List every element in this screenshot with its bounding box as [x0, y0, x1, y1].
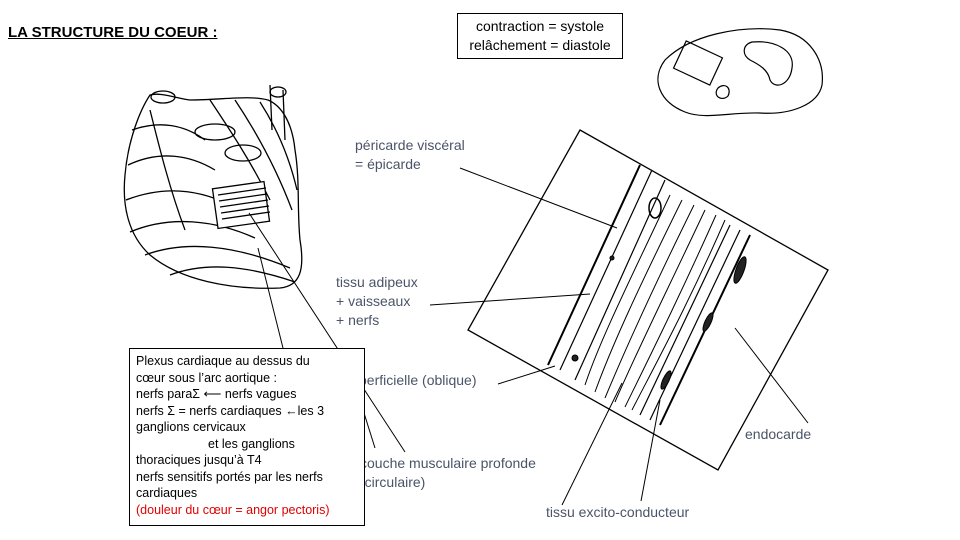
label-couche-profonde: couche musculaire profonde (circulaire) — [360, 454, 536, 492]
label-endocarde: endocarde — [745, 426, 812, 442]
label-superficielle: perficielle (oblique) — [359, 372, 477, 388]
label-epicarde-line1: péricarde viscéral — [355, 137, 465, 153]
label-adipeux-line3: + nerfs — [336, 312, 380, 328]
leader-lines — [248, 167, 809, 506]
plexus-line: cardiaques — [136, 486, 198, 500]
heart-illustration — [123, 84, 303, 289]
definition-diastole: relâchement = diastole — [469, 37, 611, 53]
definitions-box: contraction = systole relâchement = dias… — [457, 13, 623, 59]
label-epicarde-line2: = épicarde — [355, 156, 421, 172]
plexus-line: et les ganglions — [208, 436, 295, 451]
plexus-warning-line: (douleur du cœur = angor pectoris) — [136, 502, 330, 517]
label-adipeux: tissu adipeux + vaisseaux + nerfs — [336, 273, 418, 330]
plexus-note-box: Plexus cardiaque au dessus du cœur sous … — [129, 348, 365, 526]
label-adipeux-line2: + vaisseaux — [336, 293, 411, 309]
plexus-line: Plexus cardiaque au dessus du — [136, 354, 310, 368]
label-profonde-line1: couche musculaire profonde — [360, 455, 536, 471]
plexus-line: thoraciques jusqu’à T4 — [136, 453, 262, 467]
page-title: LA STRUCTURE DU COEUR : — [8, 24, 218, 41]
label-excito-conducteur: tissu excito-conducteur — [546, 504, 690, 520]
label-epicarde: péricarde viscéral = épicarde — [355, 136, 465, 174]
heart-cross-section — [657, 28, 823, 117]
plexus-line: ganglions cervicaux — [136, 420, 246, 434]
plexus-line: nerfs Σ = nerfs cardiaques ←les 3 — [136, 403, 325, 418]
plexus-line: cœur sous l’arc aortique : — [136, 370, 278, 385]
tissue-section — [467, 129, 829, 471]
plexus-line: nerfs paraΣ ⟵ nerfs vagues — [136, 387, 297, 401]
label-profonde-line2: (circulaire) — [360, 474, 426, 490]
label-adipeux-line1: tissu adipeux — [336, 274, 418, 290]
plexus-line: nerfs sensitifs portés par les nerfs — [136, 469, 323, 484]
definition-systole: contraction = systole — [475, 18, 604, 34]
